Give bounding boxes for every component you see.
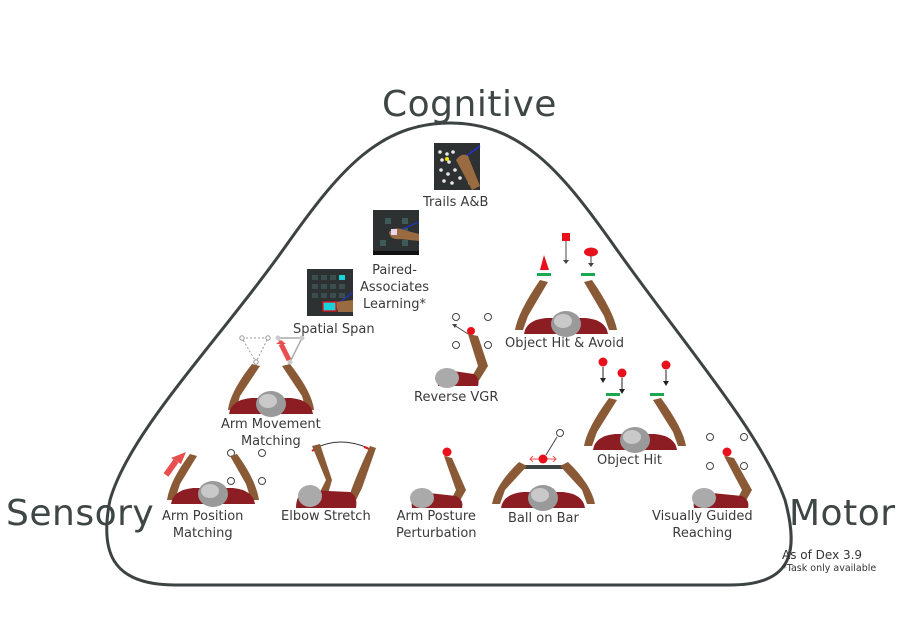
arm-movement-icon (228, 335, 314, 417)
arm-position-icon (163, 449, 266, 507)
label-line: Matching (240, 434, 301, 449)
cognitive-label: Cognitive (382, 84, 557, 125)
label-line: Visually Guided (652, 509, 753, 524)
sensory-label: Sensory (6, 493, 155, 534)
label-line: Arm Movement (221, 417, 321, 432)
task-label-paired-associates: Paired- Associates Learning* (360, 262, 429, 313)
task-label-arm-posture-perturbation: Arm Posture Perturbation (396, 508, 477, 542)
task-label-visually-guided-reaching: Visually Guided Reaching (652, 508, 753, 542)
task-label-arm-movement-matching: Arm Movement Matching (221, 416, 321, 450)
label-line: Reaching (672, 526, 733, 541)
trails-icon (434, 143, 481, 190)
arm-posture-icon (410, 447, 466, 508)
label-line: Paired- (372, 263, 417, 278)
motor-label: Motor (789, 493, 896, 534)
triangle-outline (105, 121, 793, 587)
paired-associates-icon (373, 210, 420, 255)
visually-guided-reaching-icon (692, 433, 752, 508)
task-label-spatial-span: Spatial Span (293, 322, 375, 337)
label-line: Arm Position (162, 509, 244, 524)
label-line: Arm Posture (396, 509, 476, 524)
label-line: Matching (172, 526, 233, 541)
version-note: As of Dex 3.9 (782, 548, 863, 562)
label-line: Perturbation (396, 526, 477, 541)
task-label-ball-on-bar: Ball on Bar (508, 511, 579, 526)
task-label-reverse-vgr: Reverse VGR (414, 390, 499, 405)
task-label-elbow-stretch: Elbow Stretch (281, 509, 371, 524)
label-line: Learning* (363, 297, 426, 312)
task-label-object-hit-avoid: Object Hit & Avoid (505, 336, 624, 351)
task-label-object-hit: Object Hit (597, 453, 662, 468)
reverse-vgr-icon (435, 313, 492, 388)
task-label-trails: Trails A&B (423, 195, 489, 210)
label-line: Associates (360, 280, 429, 295)
task-label-arm-position-matching: Arm Position Matching (162, 508, 243, 542)
elbow-stretch-icon (296, 441, 376, 508)
spatial-span-icon (307, 269, 354, 316)
object-hit-icon (584, 357, 686, 453)
footnote: *Task only available (782, 563, 877, 574)
ball-on-bar-icon (492, 429, 595, 511)
object-hit-avoid-icon (515, 233, 617, 337)
